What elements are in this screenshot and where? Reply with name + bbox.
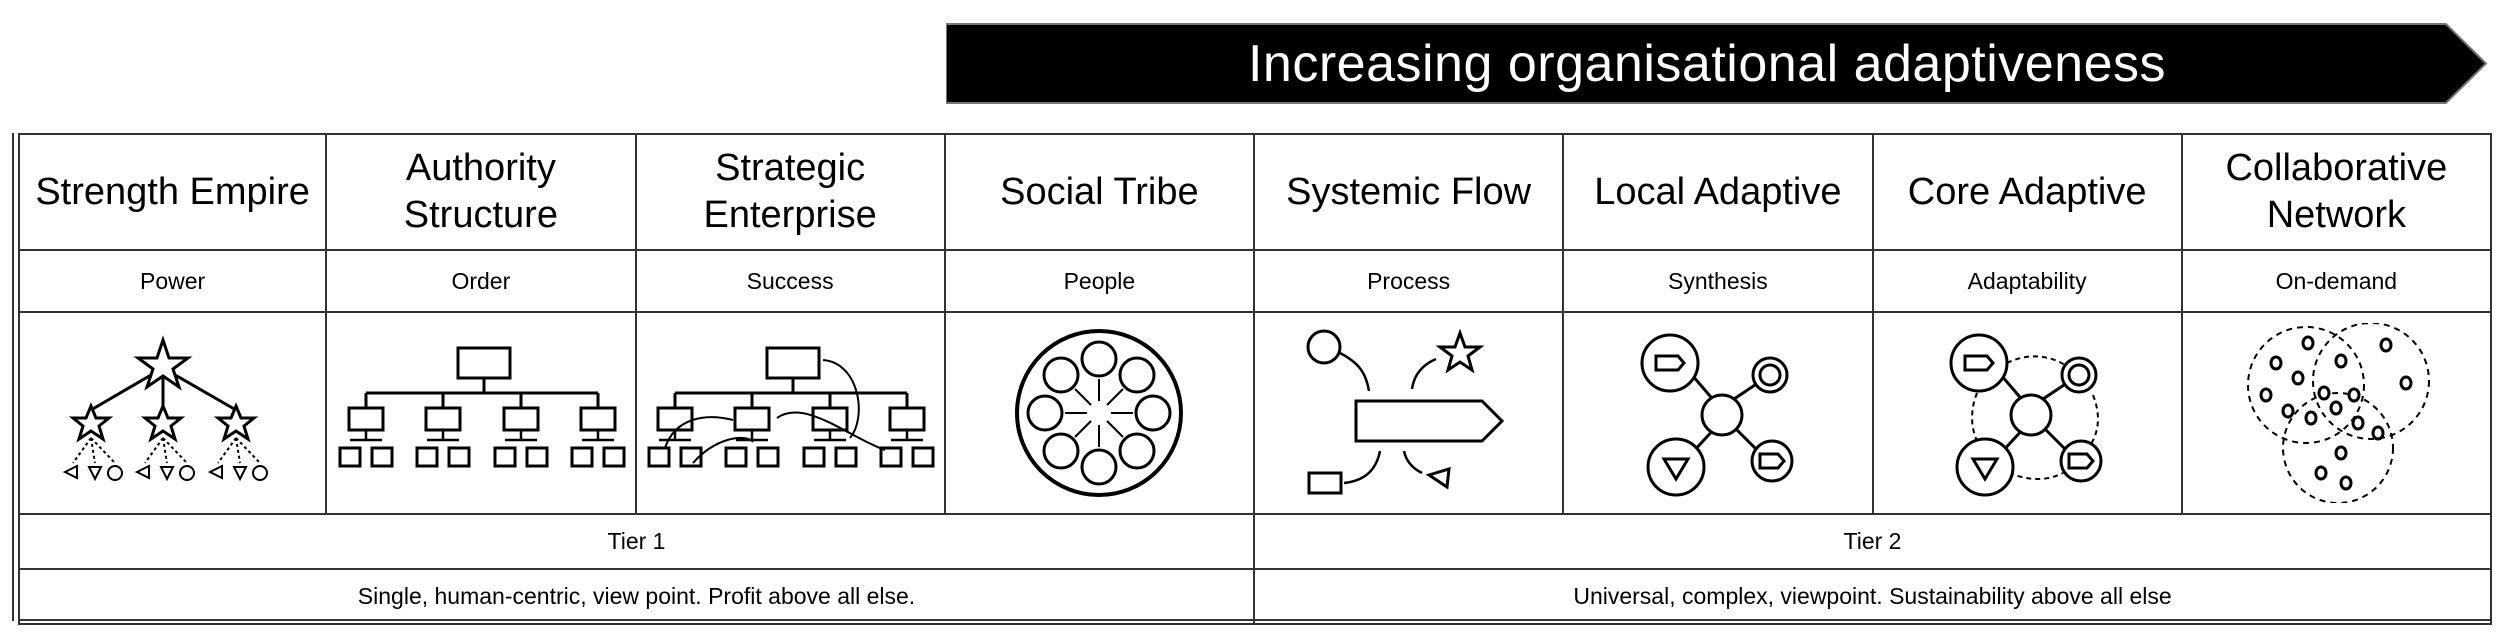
tier-row: Tier 1 Tier 2 — [18, 515, 2492, 570]
type-value: People — [946, 251, 1255, 311]
hub-spoke-cycle-icon — [1949, 333, 2103, 497]
org-chart-icon — [338, 346, 626, 468]
arrow-shape — [946, 23, 2488, 104]
tier-label: Tier 1 — [18, 515, 1255, 568]
type-value: Order — [327, 251, 637, 311]
table-bottom-border — [18, 619, 2492, 625]
left-border-stub — [12, 133, 20, 621]
hub-spoke-icon — [1640, 333, 1794, 497]
type-value: Success — [637, 251, 946, 311]
type-value: Process — [1255, 251, 1565, 311]
tier-label: Tier 2 — [1255, 515, 2492, 568]
overlapping-networks-icon — [2247, 323, 2431, 503]
type-value: On-demand — [2183, 251, 2492, 311]
type-name: Strategic Enterprise — [637, 135, 946, 249]
org-chart-arrows-icon — [647, 346, 935, 468]
tier-description-row: Single, human-centric, view point. Profi… — [18, 570, 2492, 625]
type-name: Core Adaptive — [1874, 135, 2183, 249]
tier-description: Single, human-centric, view point. Profi… — [18, 570, 1255, 623]
adaptiveness-arrow-banner: Increasing organisational adaptiveness — [946, 22, 2488, 105]
type-name: Social Tribe — [946, 135, 1255, 249]
type-name: Authority Structure — [327, 135, 637, 249]
hierarchy-stars-icon — [62, 335, 268, 482]
banner-title: Increasing organisational adaptiveness — [1247, 34, 2167, 93]
type-names-row: Strength Empire Authority Structure Stra… — [18, 133, 2492, 251]
type-value: Synthesis — [1564, 251, 1874, 311]
type-icons-row — [18, 313, 2492, 515]
type-name: Collaborative Network — [2183, 135, 2492, 249]
type-name: Strength Empire — [18, 135, 328, 249]
type-value: Adaptability — [1874, 251, 2183, 311]
type-value: Power — [18, 251, 328, 311]
type-values-row: Power Order Success People Process Synth… — [18, 251, 2492, 313]
tier-description: Universal, complex, viewpoint. Sustainab… — [1255, 570, 2492, 623]
circle-of-circles-icon — [1015, 329, 1184, 497]
organisation-types-table: Strength Empire Authority Structure Stra… — [18, 133, 2492, 625]
type-name: Systemic Flow — [1255, 135, 1565, 249]
type-name: Local Adaptive — [1564, 135, 1874, 249]
process-flow-icon — [1306, 328, 1504, 495]
